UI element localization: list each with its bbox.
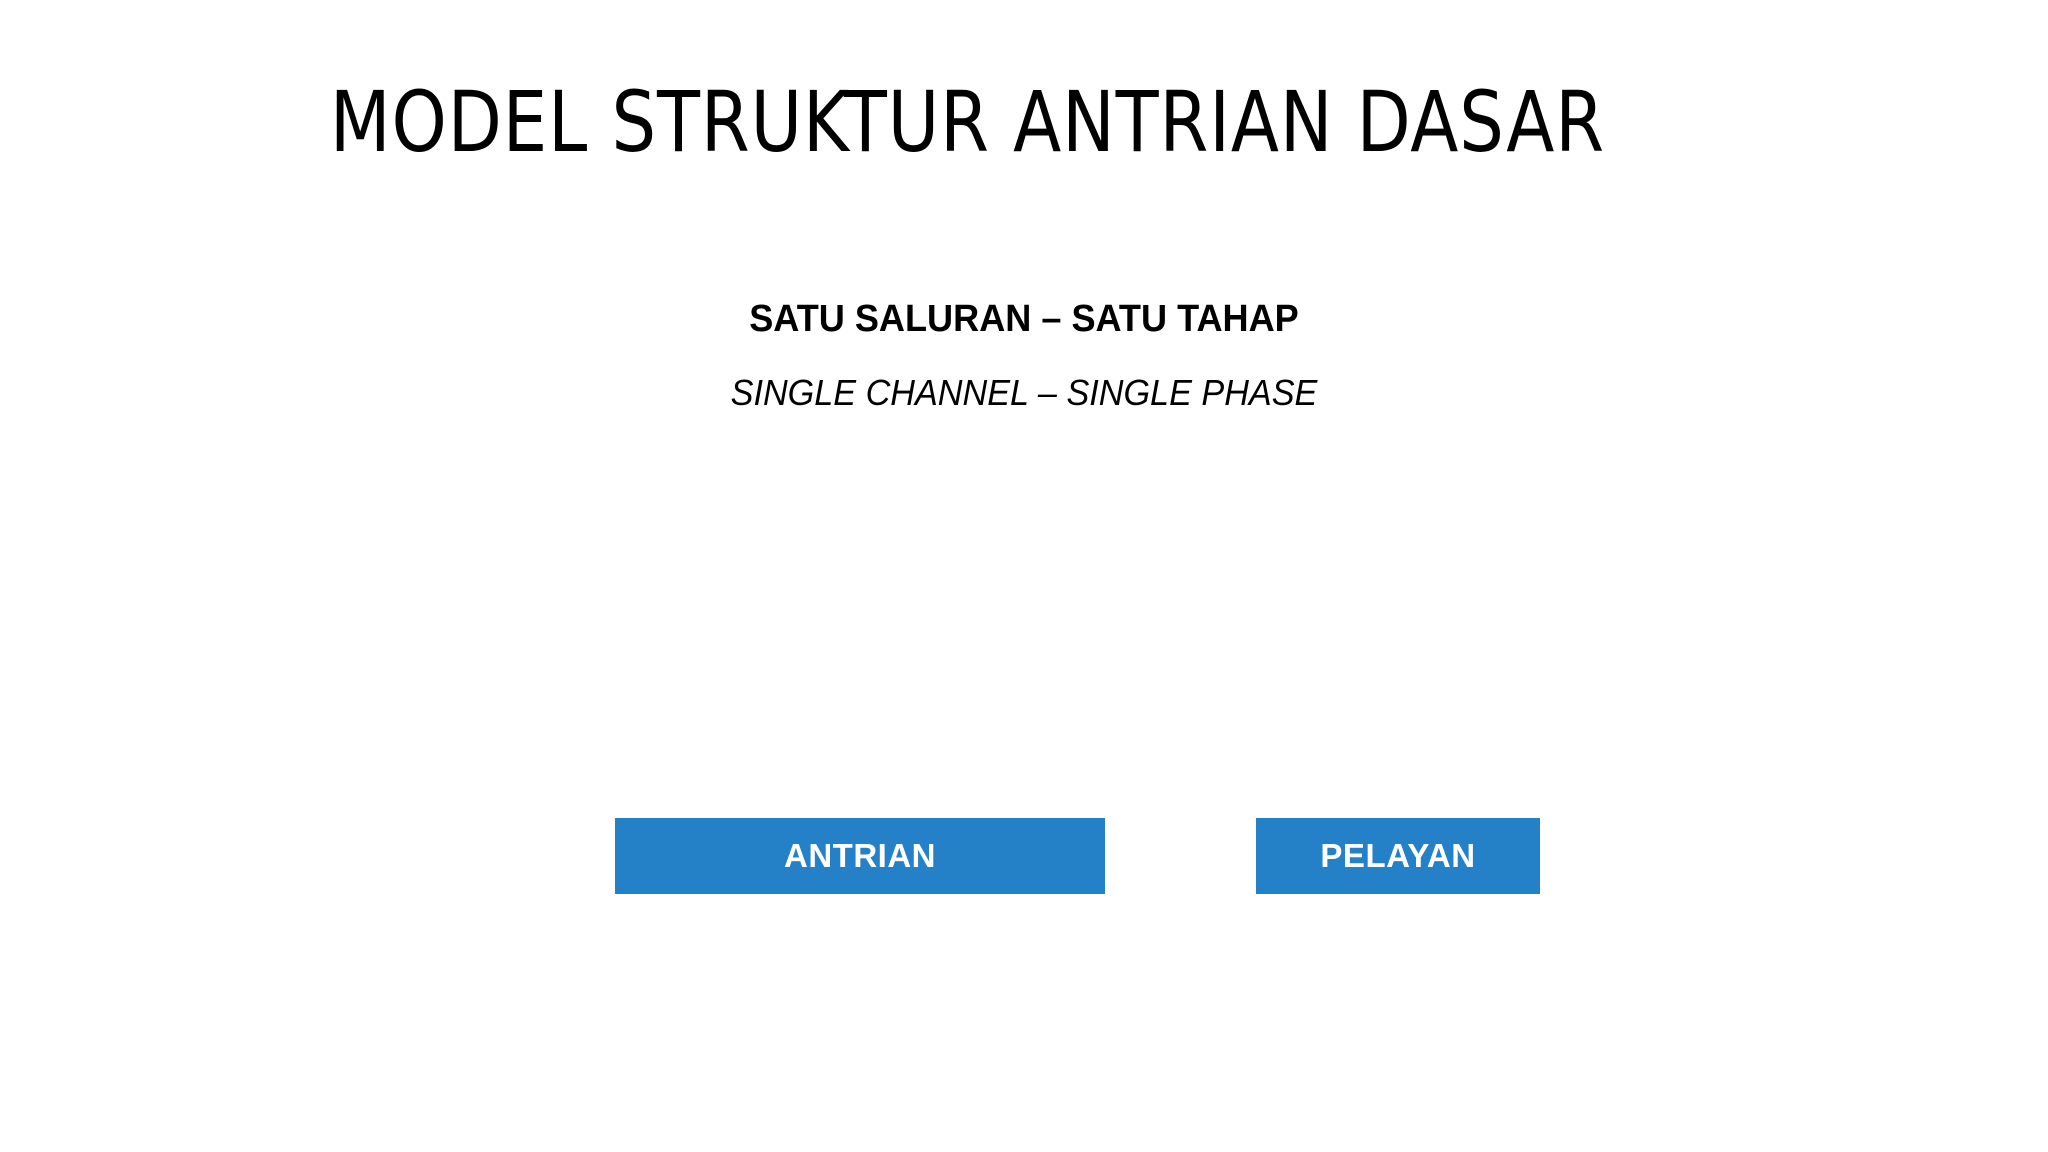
legend-pelayan: PELAYAN xyxy=(1256,818,1540,894)
subtitle-english: SINGLE CHANNEL – SINGLE PHASE xyxy=(730,372,1318,413)
page-title: MODEL STRUKTUR ANTRIAN DASAR xyxy=(329,73,1606,171)
legend-antrian-label: ANTRIAN xyxy=(784,837,936,874)
legend-antrian: ANTRIAN xyxy=(615,818,1105,894)
queue-diagram xyxy=(0,560,2048,740)
subtitle-indonesian: SATU SALURAN – SATU TAHAP xyxy=(749,298,1299,340)
legend-pelayan-label: PELAYAN xyxy=(1320,837,1476,874)
